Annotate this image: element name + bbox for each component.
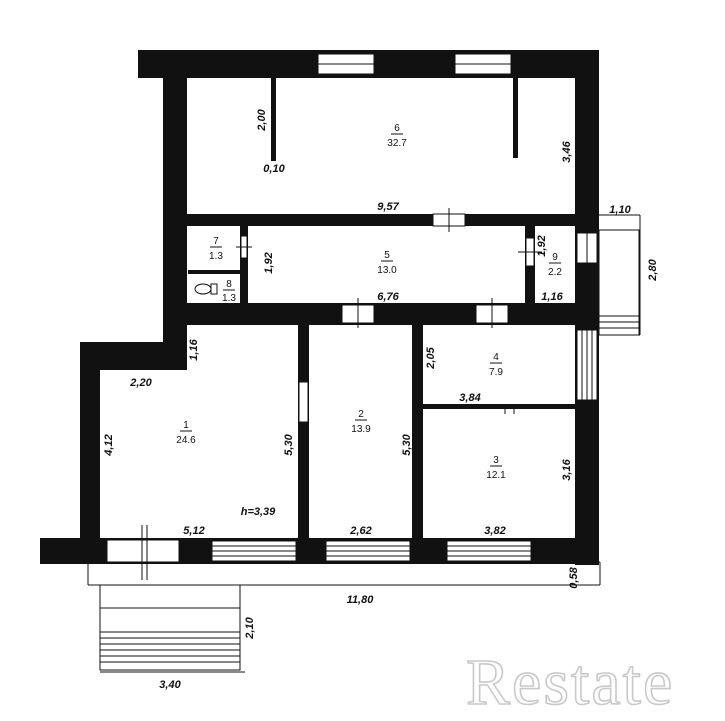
room-9-area: 2.2: [548, 267, 562, 278]
dim-1-16-right: 1,16: [541, 291, 563, 303]
dim-1-92-right: 1,92: [536, 235, 548, 256]
dim-5-30-left: 5,30: [283, 433, 295, 455]
doors: [106, 208, 542, 580]
windows: [211, 53, 598, 562]
walls: [40, 50, 599, 565]
room-7-number: 7: [213, 236, 219, 247]
dim-3-84: 3,84: [459, 392, 480, 404]
dim-5-30-right: 5,30: [401, 433, 413, 455]
stairs: [99, 229, 640, 671]
room-2-area: 13.9: [351, 424, 371, 435]
dim-3-82: 3,82: [484, 525, 505, 537]
room-7-area: 1.3: [209, 251, 223, 262]
dim-2-10: 2,10: [244, 616, 256, 639]
room-6-number: 6: [394, 123, 400, 134]
room-2-number: 2: [358, 409, 364, 420]
dim-9-57: 9,57: [377, 201, 399, 213]
dim-2-05: 2,05: [425, 346, 437, 369]
room-6-area: 32.7: [387, 138, 407, 149]
room-8-area: 1.3: [222, 293, 236, 304]
room-labels: 1 24.6 2 13.9 3 12.1 4 7.9 5 13.0 6 32.7…: [176, 123, 562, 481]
dim-2-80: 2,80: [647, 258, 659, 281]
room-5-area: 13.0: [377, 265, 397, 276]
dim-6-76: 6,76: [377, 291, 399, 303]
dim-11-80: 11,80: [347, 594, 375, 606]
dim-2-00: 2,00: [256, 108, 268, 131]
dim-2-20: 2,20: [129, 377, 152, 389]
room-4-area: 7.9: [489, 367, 503, 378]
dim-1-92-left: 1,92: [263, 252, 275, 273]
dim-1-10: 1,10: [609, 204, 631, 216]
room-3-number: 3: [493, 455, 499, 466]
dim-4-12: 4,12: [103, 434, 115, 456]
dim-0-58: 0,58: [568, 566, 580, 588]
room-4-number: 4: [493, 352, 499, 363]
room-1-area: 24.6: [176, 435, 196, 446]
dim-3-40: 3,40: [159, 679, 181, 691]
height-label: h=3,39: [241, 506, 276, 518]
room-5-number: 5: [384, 250, 390, 261]
toilet-fixture: [194, 283, 218, 295]
dim-2-62: 2,62: [349, 525, 371, 537]
dim-3-46: 3,46: [561, 140, 573, 162]
dim-3-16: 3,16: [561, 458, 573, 480]
room-3-area: 12.1: [486, 470, 506, 481]
room-8-number: 8: [226, 279, 232, 290]
dim-5-12: 5,12: [183, 525, 204, 537]
room-9-number: 9: [552, 252, 558, 263]
dimension-labels: 2,00 0,10 3,46 9,57 1,10 1,92 1,92 6,76 …: [103, 108, 659, 691]
watermark-logo: Restate: [466, 646, 674, 719]
dim-1-16-left: 1,16: [188, 338, 200, 360]
room-1-number: 1: [183, 420, 189, 431]
dim-0-10: 0,10: [263, 163, 285, 175]
